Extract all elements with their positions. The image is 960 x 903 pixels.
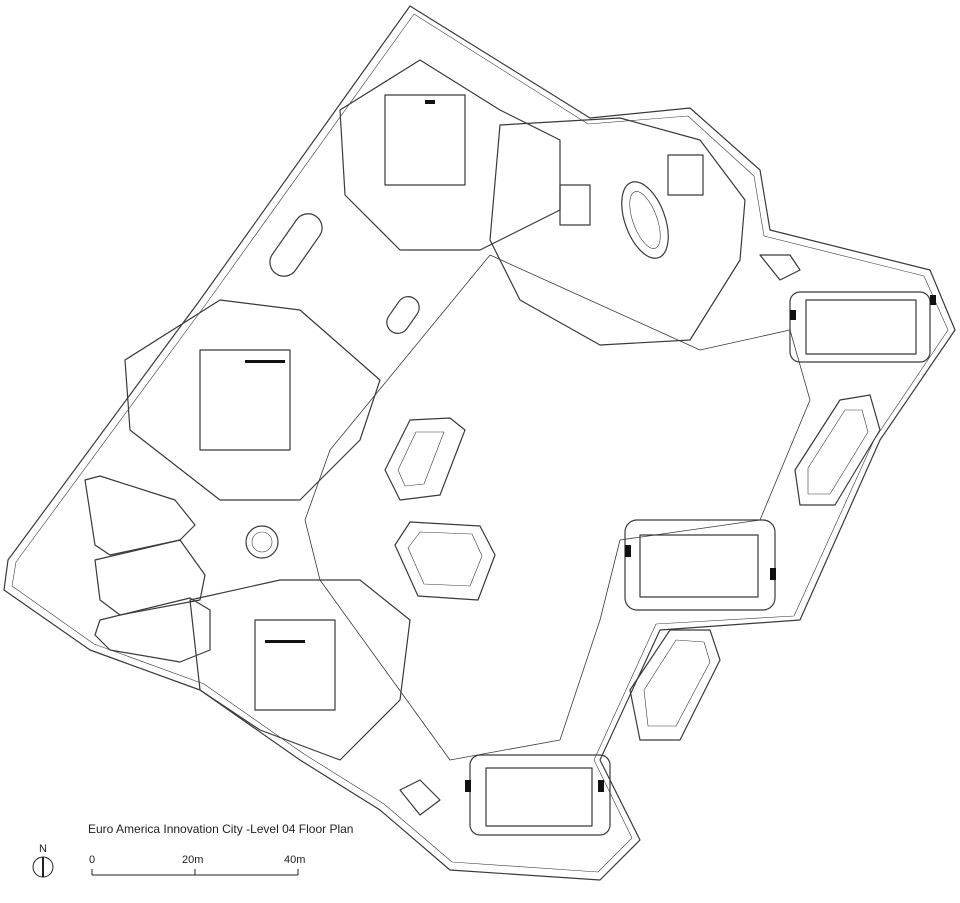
southwest-wing xyxy=(189,579,411,761)
island-southeast xyxy=(629,629,721,741)
north-label: N xyxy=(39,843,47,855)
plaza-north xyxy=(84,475,196,556)
island-east xyxy=(794,394,881,506)
tower-middle xyxy=(624,519,776,611)
north-wing xyxy=(339,59,561,251)
west-wing xyxy=(124,299,381,501)
island-2 xyxy=(394,521,496,601)
northeast-wing xyxy=(489,117,746,346)
scale-bar xyxy=(91,869,299,876)
plaza-mid xyxy=(94,539,206,616)
plaza-south xyxy=(94,597,211,663)
scale-label-40m: 40m xyxy=(284,854,306,866)
drawing-title: Euro America Innovation City -Level 04 F… xyxy=(88,822,354,836)
site-boundary xyxy=(3,5,956,881)
roundabout xyxy=(245,525,279,559)
courtyard xyxy=(304,254,811,761)
scale-label-20m: 20m xyxy=(182,854,204,866)
tower-east xyxy=(789,291,931,363)
island-1 xyxy=(384,417,466,501)
tower-south xyxy=(469,754,611,836)
scale-label-0: 0 xyxy=(89,854,96,866)
north-arrow xyxy=(32,856,54,878)
site-boundary-inner xyxy=(11,13,949,873)
